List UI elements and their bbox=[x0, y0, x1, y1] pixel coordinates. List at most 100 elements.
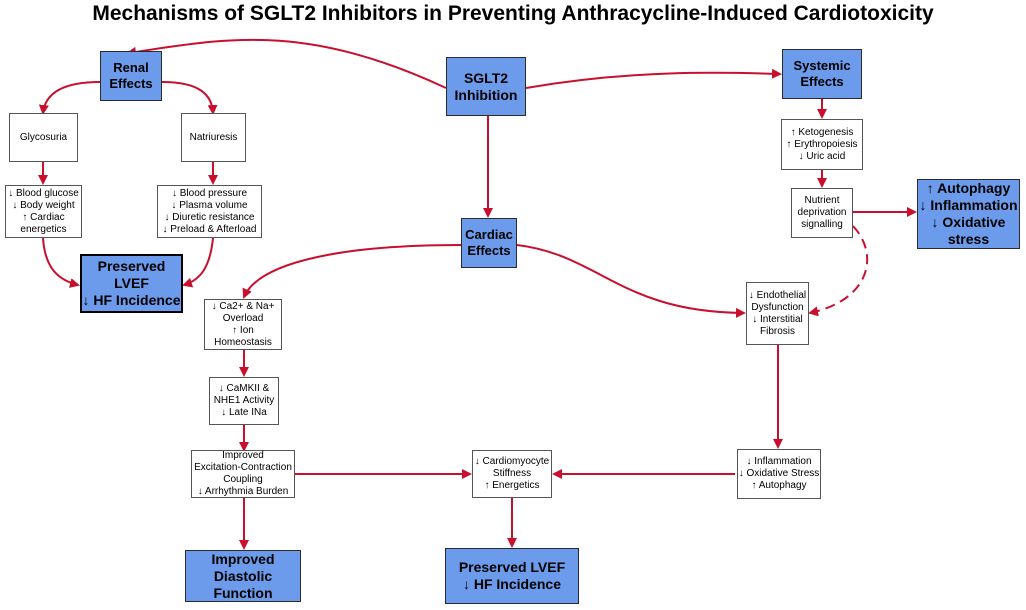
node-line: Effects bbox=[467, 243, 511, 258]
node-text: ↓ CaMKII &NHE1 Activity↓ Late INa bbox=[214, 383, 275, 419]
node-line: ↓ Uric acid bbox=[798, 150, 846, 162]
node-line: ↓ Blood pressure bbox=[171, 187, 248, 199]
node-line: Dysfunction bbox=[751, 301, 804, 313]
diagram-title: Mechanisms of SGLT2 Inhibitors in Preven… bbox=[92, 2, 934, 25]
node-line: Nutrient bbox=[804, 195, 840, 206]
node-line: Systemic bbox=[793, 58, 851, 73]
node-ketogenesis: ↑ Ketogenesis↑ Erythropoiesis↓ Uric acid bbox=[781, 119, 863, 170]
node-line: Diastolic bbox=[213, 567, 273, 584]
node-line: Effects bbox=[800, 74, 844, 89]
node-line: ↓ Inflammation bbox=[746, 456, 812, 467]
node-line: signalling bbox=[801, 219, 843, 230]
node-line: ↓ Cardiomyocyte bbox=[474, 456, 550, 467]
node-line: LVEF bbox=[114, 275, 149, 291]
node-line: Coupling bbox=[223, 474, 263, 485]
node-line: energetics bbox=[20, 223, 67, 235]
arrow-cardiac-to-ca bbox=[242, 244, 462, 299]
node-line: ↑ Ketogenesis bbox=[790, 126, 854, 138]
arrow-bloodpressure-to-preserved bbox=[182, 237, 214, 288]
node-line: ↓ Oxidative Stress bbox=[738, 468, 820, 479]
arrow-sglt2-to-systemic bbox=[525, 68, 782, 89]
node-line: Homeostasis bbox=[214, 336, 272, 348]
node-line: ↓ Interstitial bbox=[752, 313, 803, 325]
node-text: Preserved LVEF↓ HF Incidence bbox=[459, 559, 565, 593]
node-line: ↓ Endothelial bbox=[748, 289, 807, 301]
arrow-bloodglucose-to-preserved bbox=[42, 237, 80, 288]
node-text: ↓ Inflammation↓ Oxidative Stress↑ Autoph… bbox=[739, 456, 820, 492]
node-line: ↓ HF Incidence bbox=[82, 292, 181, 308]
node-line: ↑ Erythropoiesis bbox=[786, 138, 858, 150]
node-line: Preserved bbox=[97, 258, 166, 274]
node-text: ↓ Blood pressure↓ Plasma volume↓ Diureti… bbox=[163, 188, 257, 236]
node-line: ↑ Ion bbox=[232, 324, 254, 336]
node-line: ↓ HF Incidence bbox=[462, 576, 561, 592]
node-line: SGLT2 bbox=[463, 69, 509, 86]
node-line: ↓ Body weight bbox=[12, 199, 75, 211]
node-blood-pressure: ↓ Blood pressure↓ Plasma volume↓ Diureti… bbox=[157, 185, 262, 238]
node-line: ↑ Autophagy bbox=[926, 180, 1011, 196]
node-line: Overload bbox=[222, 312, 264, 324]
node-line: ↓ Plasma volume bbox=[171, 199, 248, 211]
node-line: ↓ Blood glucose bbox=[8, 187, 79, 199]
node-line: ↑ Energetics bbox=[484, 480, 540, 491]
node-line: Effects bbox=[109, 76, 153, 91]
arrow-cardiac-to-endothelial bbox=[516, 244, 746, 318]
node-line: Glycosuria bbox=[19, 131, 68, 143]
node-line: Renal bbox=[113, 60, 149, 75]
node-line: ↑ Autophagy bbox=[751, 480, 807, 491]
node-text: ↑ Ketogenesis↑ Erythropoiesis↓ Uric acid bbox=[786, 127, 857, 163]
node-line: Function bbox=[213, 584, 273, 601]
node-camkii: ↓ CaMKII &NHE1 Activity↓ Late INa bbox=[209, 377, 279, 425]
node-line: Excitation-Contraction bbox=[194, 462, 292, 473]
node-line: stress bbox=[947, 231, 990, 247]
arrow-sglt2-to-renal bbox=[126, 38, 447, 89]
node-line: Improved bbox=[211, 550, 275, 567]
node-glycosuria: Glycosuria bbox=[9, 113, 78, 162]
node-line: Stiffness bbox=[492, 468, 532, 479]
node-line: ↓ Inflammation bbox=[919, 197, 1018, 213]
node-natriuresis: Natriuresis bbox=[181, 113, 246, 162]
node-line: ↑ Cardiac bbox=[22, 211, 65, 223]
arrow-renal-to-glycosuria bbox=[38, 81, 101, 115]
node-line: ↓ Ca2+ & Na+ bbox=[211, 300, 275, 312]
node-line: Improved bbox=[222, 450, 264, 461]
node-line: Fibrosis bbox=[759, 325, 795, 337]
node-line: Inhibition bbox=[454, 86, 518, 103]
node-line: ↓ Arrhythmia Burden bbox=[197, 486, 289, 497]
node-line: Preserved LVEF bbox=[458, 559, 566, 575]
node-line: NHE1 Activity bbox=[213, 395, 275, 406]
node-line: ↓ Preload & Afterload bbox=[162, 223, 257, 235]
node-line: ↓ Oxidative bbox=[931, 214, 1006, 230]
node-line: deprivation bbox=[797, 207, 847, 218]
node-inflammation: ↓ Inflammation↓ Oxidative Stress↑ Autoph… bbox=[737, 449, 821, 499]
node-text: Natriuresis bbox=[190, 132, 238, 144]
node-line: ↓ CaMKII & bbox=[218, 383, 270, 394]
